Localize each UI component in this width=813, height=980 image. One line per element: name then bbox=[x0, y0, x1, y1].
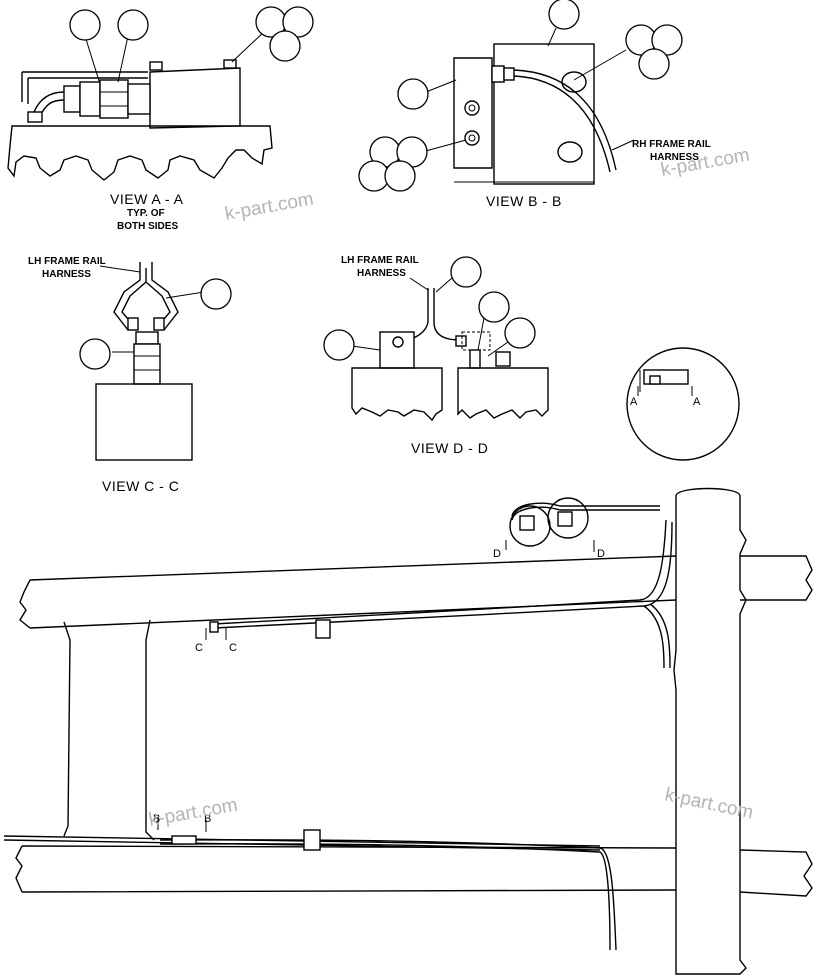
rh-harness-label-line2: HARNESS bbox=[650, 152, 699, 163]
view-d-title: VIEW D - D bbox=[411, 440, 488, 456]
lh-harness-c-label-line2: HARNESS bbox=[42, 269, 91, 280]
detail-marker-a-left: A bbox=[630, 396, 638, 408]
view-a-a: VIEW A - A TYP. OF BOTH SIDES bbox=[7, 6, 314, 232]
view-c-c: LH FRAME RAIL HARNESS VIEW C - C bbox=[28, 256, 232, 494]
lh-harness-d-label-line1: LH FRAME RAIL bbox=[341, 255, 419, 266]
rh-harness-label-line1: RH FRAME RAIL bbox=[632, 139, 711, 150]
view-b-title: VIEW B - B bbox=[486, 193, 562, 209]
marker-d-right: D bbox=[597, 548, 605, 560]
marker-c-left: C bbox=[195, 642, 203, 654]
lh-harness-d-label-line2: HARNESS bbox=[357, 268, 406, 279]
view-a-title: VIEW A - A bbox=[110, 191, 184, 207]
detail-circle-a: A A bbox=[626, 347, 740, 461]
view-c-title: VIEW C - C bbox=[102, 478, 179, 494]
detail-marker-a-right: A bbox=[693, 396, 701, 408]
watermark-4: k-part.com bbox=[663, 784, 755, 823]
marker-d-left: D bbox=[493, 548, 501, 560]
marker-b-right: B bbox=[204, 813, 211, 825]
view-a-note-line1: TYP. OF bbox=[127, 208, 165, 219]
watermark-2: k-part.com bbox=[659, 145, 751, 181]
view-b-b: RH FRAME RAIL HARNESS VIEW B - B bbox=[358, 0, 711, 209]
view-d-d: LH FRAME RAIL HARNESS VIEW D - D bbox=[323, 255, 549, 456]
marker-b-left: B bbox=[153, 813, 160, 825]
marker-c-right: C bbox=[229, 642, 237, 654]
frame-assembly: D D C C B B bbox=[3, 487, 813, 975]
watermark-1: k-part.com bbox=[223, 189, 315, 225]
view-a-note-line2: BOTH SIDES bbox=[117, 221, 178, 232]
lh-harness-c-label-line1: LH FRAME RAIL bbox=[28, 256, 106, 267]
watermark-3: k-part.com bbox=[147, 795, 239, 831]
